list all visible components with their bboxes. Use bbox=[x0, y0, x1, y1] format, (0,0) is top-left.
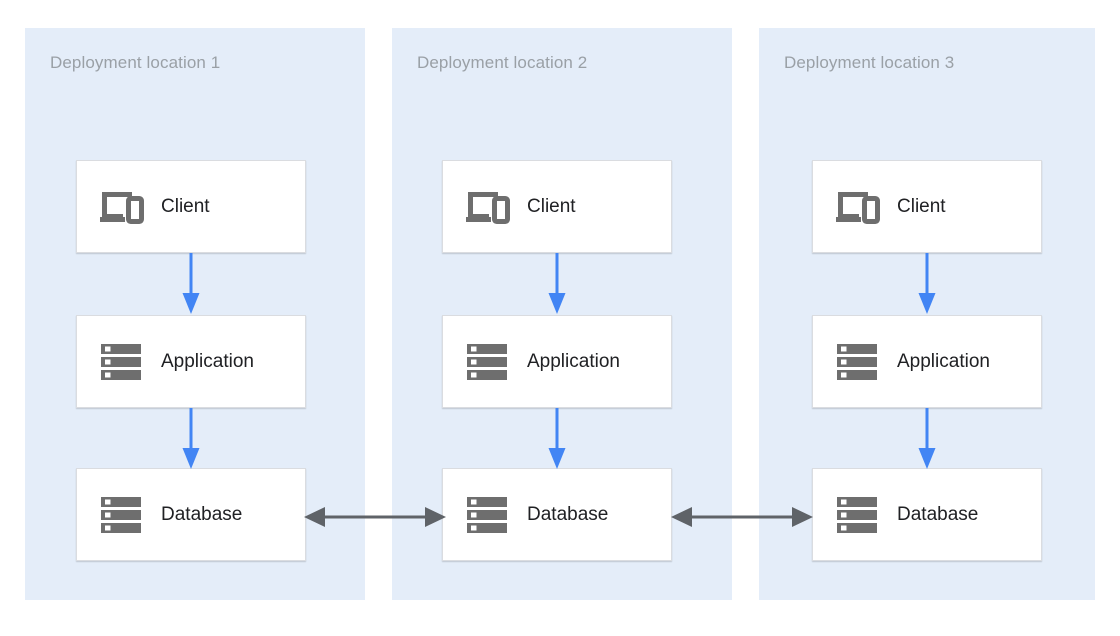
server-icon bbox=[461, 493, 513, 537]
node-database-1[interactable]: Database bbox=[76, 468, 306, 561]
arrow-client-to-application-1 bbox=[180, 253, 202, 315]
node-client-3[interactable]: Client bbox=[812, 160, 1042, 253]
arrow-database-2-to-database-3 bbox=[670, 503, 814, 531]
devices-icon bbox=[95, 185, 147, 229]
node-label-database-1: Database bbox=[161, 503, 243, 525]
node-label-database-2: Database bbox=[527, 503, 609, 525]
server-icon bbox=[95, 493, 147, 537]
node-database-2[interactable]: Database bbox=[442, 468, 672, 561]
server-icon bbox=[831, 340, 883, 384]
panel-title-3: Deployment location 3 bbox=[784, 53, 955, 72]
node-label-client-3: Client bbox=[897, 195, 946, 217]
node-application-2[interactable]: Application bbox=[442, 315, 672, 408]
server-icon bbox=[95, 340, 147, 384]
node-label-application-3: Application bbox=[897, 350, 990, 372]
node-application-1[interactable]: Application bbox=[76, 315, 306, 408]
devices-icon bbox=[461, 185, 513, 229]
deployment-location-panel-1: Deployment location 1 Client bbox=[25, 28, 365, 600]
node-label-client-1: Client bbox=[161, 195, 210, 217]
arrow-client-to-application-3 bbox=[916, 253, 938, 315]
node-label-database-3: Database bbox=[897, 503, 979, 525]
devices-icon bbox=[831, 185, 883, 229]
server-icon bbox=[461, 340, 513, 384]
node-label-application-2: Application bbox=[527, 350, 620, 372]
node-client-2[interactable]: Client bbox=[442, 160, 672, 253]
server-icon bbox=[831, 493, 883, 537]
deployment-location-panel-2: Deployment location 2 Client bbox=[392, 28, 732, 600]
panel-title-1: Deployment location 1 bbox=[50, 53, 221, 72]
arrow-application-to-database-2 bbox=[546, 408, 568, 470]
arrow-database-1-to-database-2 bbox=[303, 503, 447, 531]
node-label-application-1: Application bbox=[161, 350, 254, 372]
deployment-location-panel-3: Deployment location 3 Client bbox=[759, 28, 1095, 600]
panel-title-2: Deployment location 2 bbox=[417, 53, 588, 72]
node-application-3[interactable]: Application bbox=[812, 315, 1042, 408]
node-database-3[interactable]: Database bbox=[812, 468, 1042, 561]
node-label-client-2: Client bbox=[527, 195, 576, 217]
arrow-application-to-database-3 bbox=[916, 408, 938, 470]
arrow-application-to-database-1 bbox=[180, 408, 202, 470]
arrow-client-to-application-2 bbox=[546, 253, 568, 315]
node-client-1[interactable]: Client bbox=[76, 160, 306, 253]
